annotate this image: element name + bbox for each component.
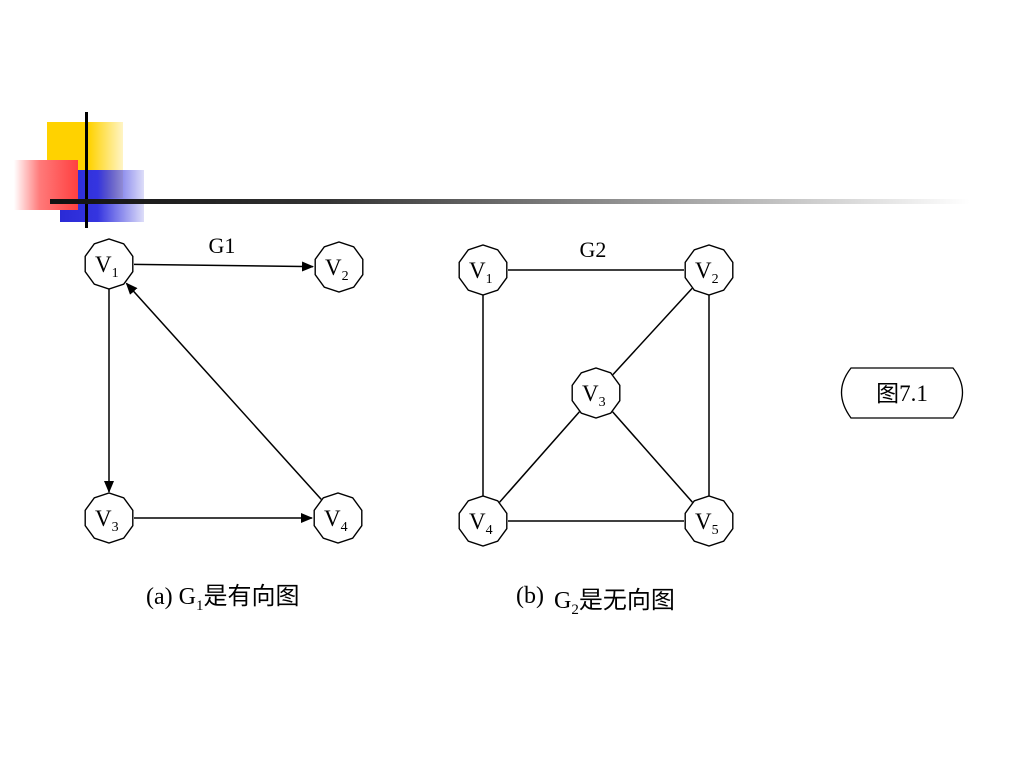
node-subscript: 4 [486, 523, 493, 538]
node-letter: V [695, 258, 712, 283]
figure-label-box: 图7.1 [840, 367, 964, 419]
g2-node-label: V2 [695, 258, 719, 287]
node-letter: V [95, 506, 112, 531]
node-subscript: 1 [112, 266, 119, 281]
g1-node-label: V4 [324, 506, 348, 535]
node-subscript: 3 [599, 395, 606, 410]
node-letter: V [469, 258, 486, 283]
g2-node-v4: V4 [458, 495, 508, 547]
g1-edges [104, 261, 322, 523]
g1-node-shape [84, 492, 134, 544]
decor-vertical-line [85, 112, 88, 228]
g2-caption-g: G [554, 588, 571, 614]
g1-node-label: V1 [95, 252, 119, 281]
g1-node-v4: V4 [313, 492, 363, 544]
node-letter: V [324, 506, 341, 531]
g2-node-v3: V3 [571, 367, 621, 419]
g2-node-shape [684, 244, 734, 296]
node-letter: V [582, 381, 599, 406]
g2-title: G2 [580, 237, 607, 262]
g2-caption: (b) G2是无向图 [516, 583, 675, 618]
node-subscript: 3 [112, 520, 119, 535]
g1-caption: (a) G1是有向图 [146, 583, 299, 614]
g1-caption-sub: 1 [196, 598, 204, 614]
g1-caption-prefix: (a) G [146, 584, 196, 610]
g1-title: G1 [209, 233, 236, 258]
g1-node-shape [313, 492, 363, 544]
node-letter: V [695, 509, 712, 534]
g1-edge-v1-v2 [133, 261, 315, 272]
g2-caption-suffix: 是无向图 [579, 587, 675, 614]
node-subscript: 5 [712, 523, 719, 538]
g2-edge-v3-v4 [498, 411, 581, 503]
decor-horizontal-rule [50, 199, 970, 204]
g1-node-label: V2 [325, 255, 349, 284]
g2-node-label: V4 [469, 509, 493, 538]
g2-node-label: V1 [469, 258, 493, 287]
g2-node-v2: V2 [684, 244, 734, 296]
g2-node-shape [458, 244, 508, 296]
g2-node-v1: V1 [458, 244, 508, 296]
figure-label: 图7.1 [876, 381, 928, 406]
g1-caption-suffix: 是有向图 [203, 583, 299, 610]
g1-node-shape [84, 238, 134, 290]
g2-node-label: V5 [695, 509, 719, 538]
g2-caption-prefix: (b) [516, 583, 544, 609]
g1-node-v1: V1 [84, 238, 134, 290]
g2-edge-v2-v3 [612, 287, 693, 376]
node-subscript: 2 [342, 269, 349, 284]
g2-node-shape [458, 495, 508, 547]
g2-edge-v3-v5 [611, 411, 694, 503]
g1-node-v2: V2 [314, 241, 364, 293]
node-subscript: 1 [486, 272, 493, 287]
g2-node-shape [571, 367, 621, 419]
node-letter: V [325, 255, 342, 280]
g2-node-label: V3 [582, 381, 606, 410]
node-subscript: 4 [341, 520, 348, 535]
g1-node-shape [314, 241, 364, 293]
node-letter: V [95, 252, 112, 277]
g2-caption-sub: 2 [571, 602, 579, 618]
g1-edge-v4-v1 [125, 282, 322, 500]
g2-node-shape [684, 495, 734, 547]
g2-node-v5: V5 [684, 495, 734, 547]
node-subscript: 2 [712, 272, 719, 287]
node-letter: V [469, 509, 486, 534]
g1-node-v3: V3 [84, 492, 134, 544]
g2-edges [482, 269, 710, 522]
g1-node-label: V3 [95, 506, 119, 535]
